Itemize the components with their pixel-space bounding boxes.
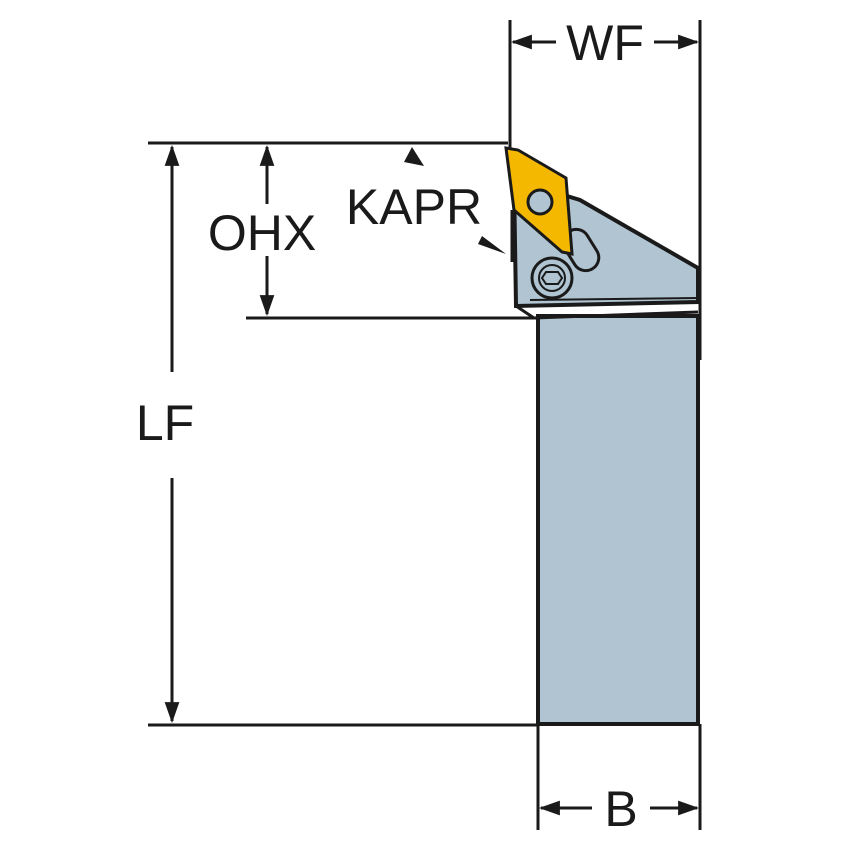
- label-kapr: KAPR: [346, 179, 482, 235]
- dimension-wf: WF: [510, 15, 700, 71]
- clamp-screw-icon: [530, 256, 574, 300]
- extension-lines: [148, 20, 702, 830]
- label-b: B: [604, 781, 637, 837]
- label-lf: LF: [136, 395, 194, 451]
- label-ohx: OHX: [208, 205, 316, 261]
- dimension-ohx: OHX: [208, 144, 316, 317]
- dimension-kapr: KAPR: [346, 147, 506, 254]
- tool-shank: [536, 314, 700, 726]
- insert-screw-hole-icon: [526, 188, 554, 216]
- label-wf: WF: [566, 15, 644, 71]
- dimension-lf: LF: [136, 144, 194, 724]
- dimension-b: B: [538, 781, 700, 837]
- cutting-insert: [504, 146, 574, 256]
